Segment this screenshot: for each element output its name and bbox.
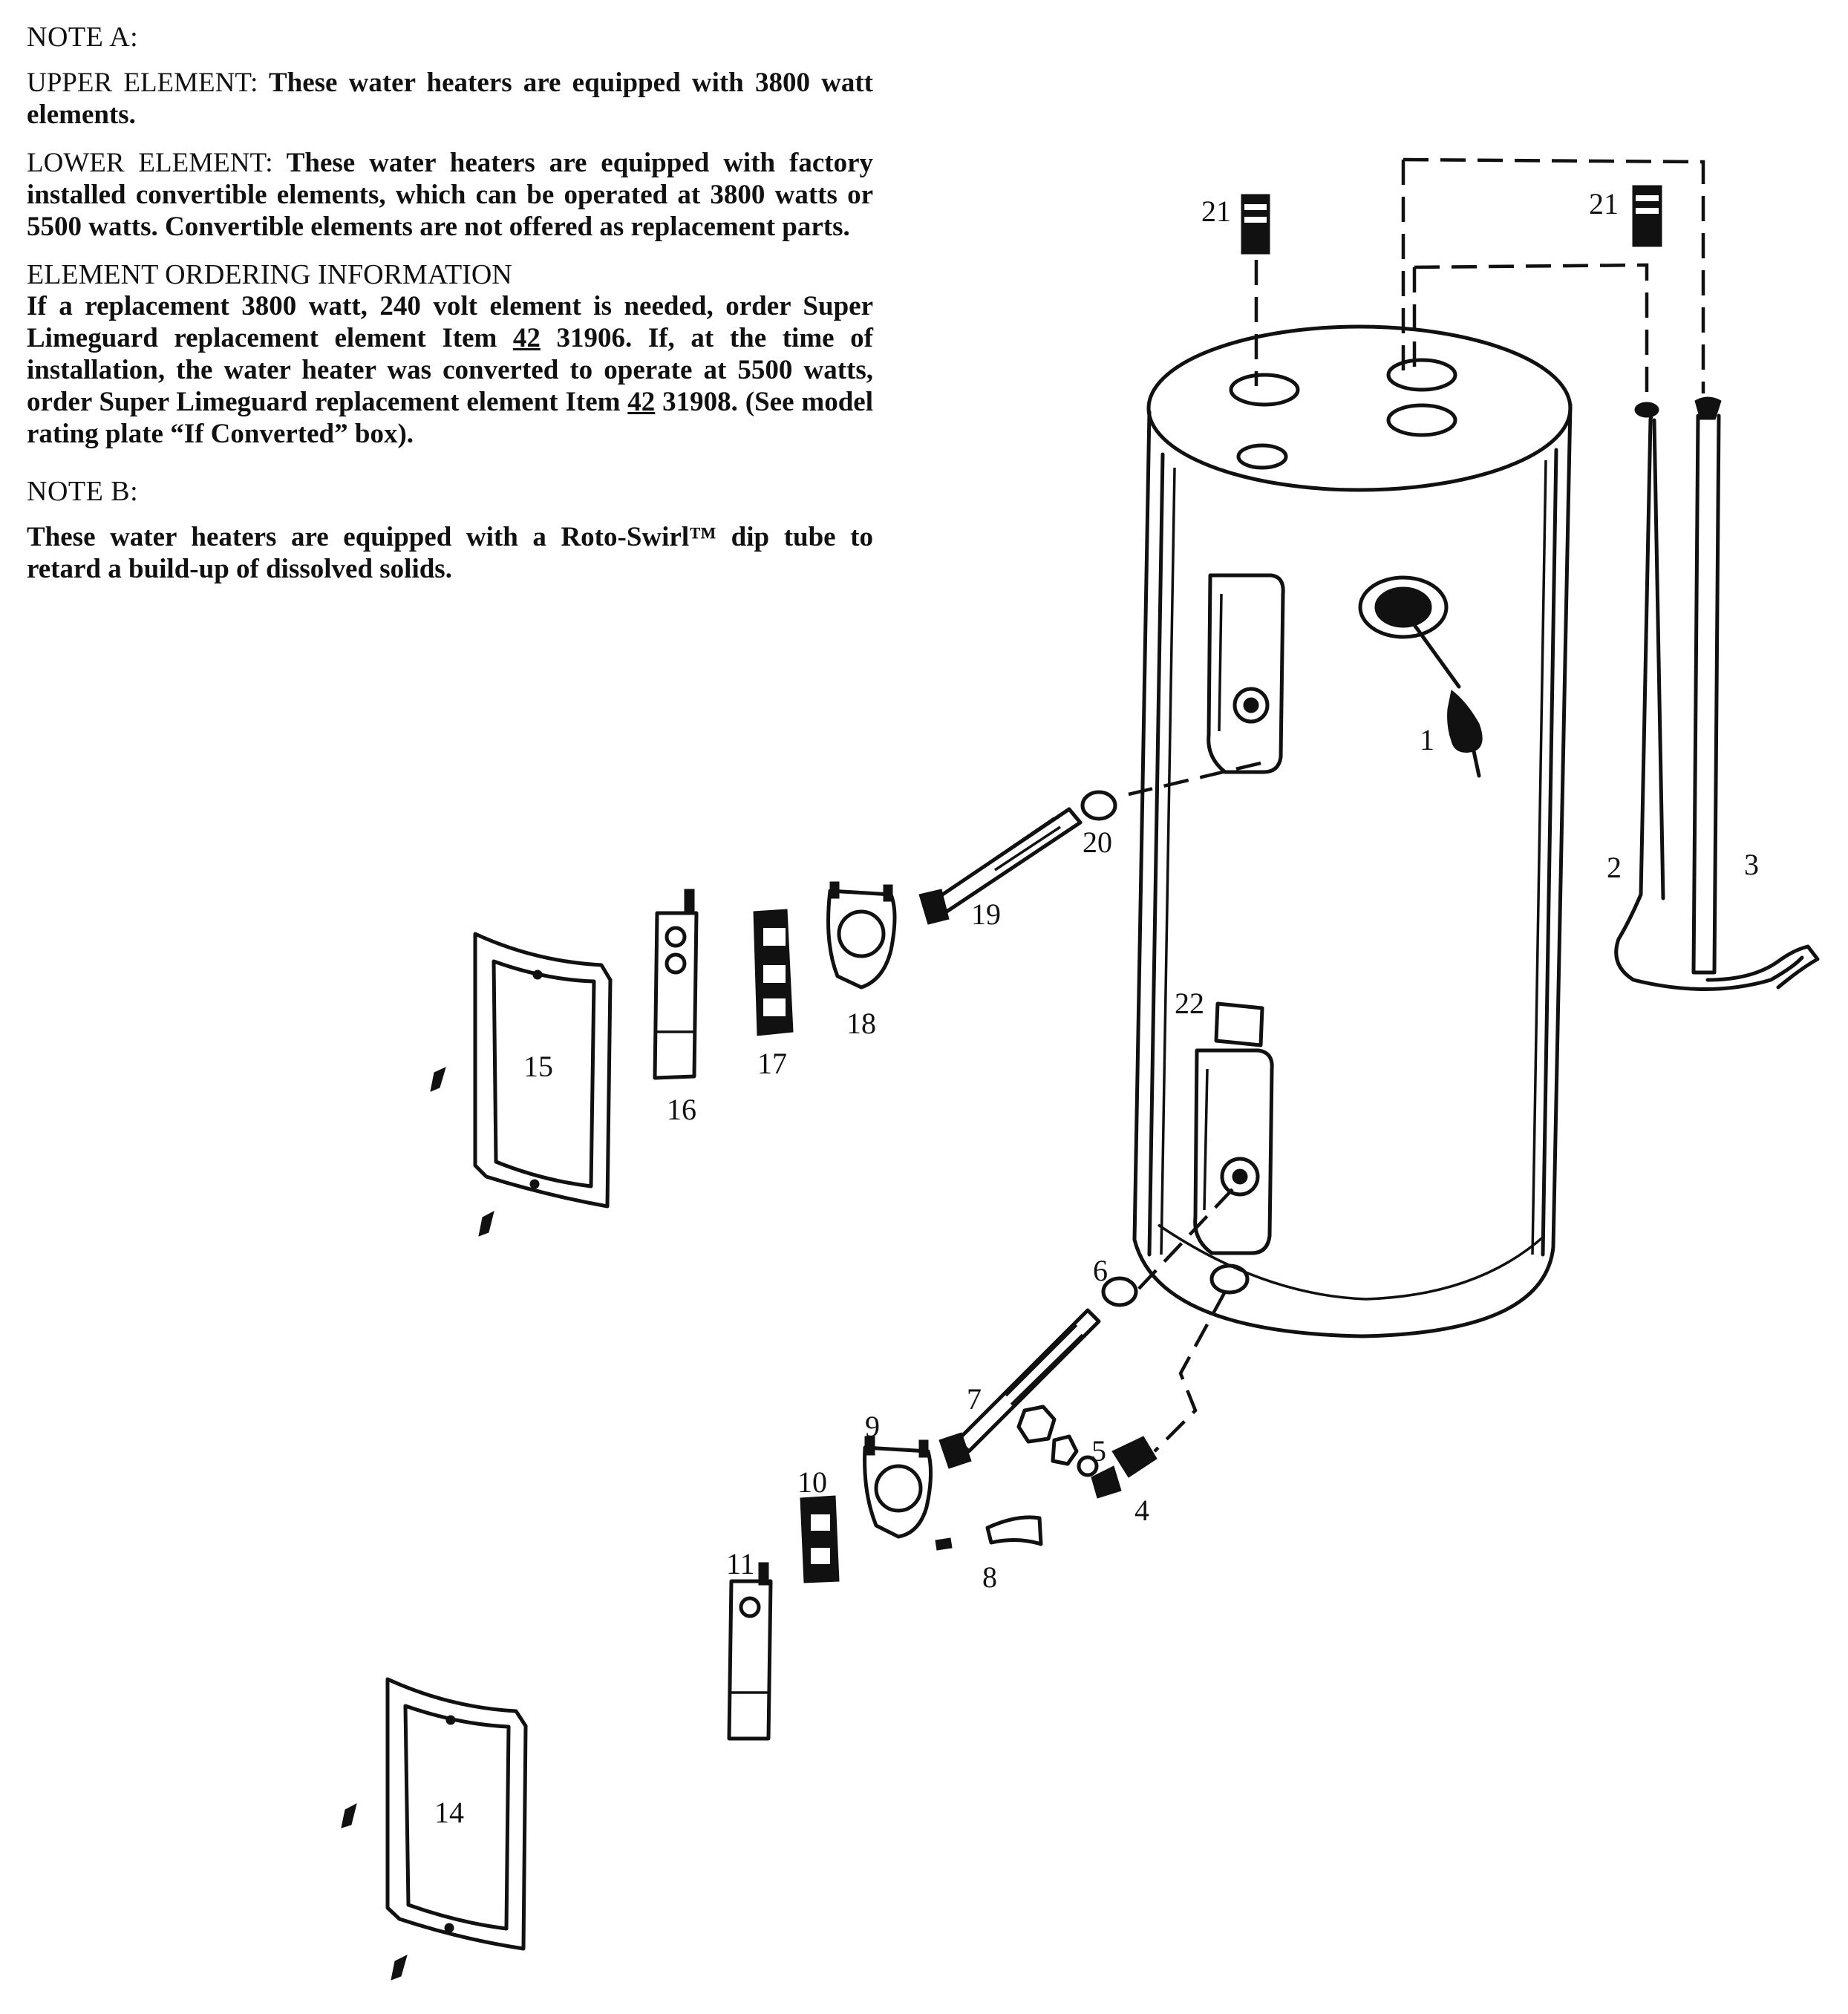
- notes-panel: NOTE A: UPPER ELEMENT: These water heate…: [27, 21, 873, 601]
- nipple-21-right: [1632, 185, 1662, 247]
- item-prefix-2: 42: [627, 387, 656, 417]
- callout-3: 3: [1744, 848, 1759, 881]
- callout-7: 7: [967, 1382, 982, 1416]
- gasket-6: [1101, 1276, 1138, 1307]
- bracket-9: [863, 1436, 933, 1539]
- callout-2: 2: [1607, 851, 1622, 884]
- bracket-18: [826, 881, 897, 990]
- callout-15: 15: [523, 1050, 553, 1083]
- callout-18: 18: [846, 1007, 876, 1040]
- drain-fittings-5: [1016, 1405, 1099, 1477]
- callout-21-right: 21: [1589, 187, 1619, 220]
- ordering-text-1: If a replacement 3800 watt, 240 volt ele…: [27, 291, 873, 353]
- top-opening-4: [1236, 443, 1288, 470]
- lower-element-7: [938, 1308, 1101, 1469]
- drain-boss: [1209, 1263, 1250, 1295]
- leader-3-top: [1403, 157, 1705, 393]
- thermostat-17: [753, 909, 794, 1036]
- item-prefix-1: 42: [512, 323, 541, 353]
- note-a-heading: NOTE A:: [27, 22, 139, 53]
- callout-1: 1: [1420, 723, 1434, 756]
- drain-valve-4: [1091, 1436, 1158, 1499]
- callout-22: 22: [1175, 987, 1204, 1020]
- ordering-text-2: If, at the time of installation, the wat…: [27, 323, 873, 417]
- thermostat-bracket-11: [727, 1562, 773, 1741]
- callout-8: 8: [982, 1560, 997, 1594]
- leader-2-top: [1414, 263, 1649, 405]
- thermostat-10: [800, 1495, 840, 1583]
- callout-10: 10: [797, 1465, 827, 1499]
- callout-9: 9: [865, 1410, 880, 1443]
- lower-access-opening: [1193, 1048, 1274, 1255]
- note-b-heading: NOTE B:: [27, 476, 139, 507]
- label-plate-22: [1214, 1001, 1264, 1047]
- upper-element-19: [918, 807, 1083, 925]
- upper-access-opening: [1207, 573, 1285, 774]
- access-cover-15: [430, 932, 613, 1237]
- lower-element-note: LOWER ELEMENT: These water heaters are e…: [27, 147, 873, 243]
- nipple-21-left: [1241, 194, 1270, 255]
- lower-element-text: These water heaters are equipped with fa…: [27, 148, 873, 242]
- thermostat-bracket-16: [653, 889, 699, 1080]
- ordering-title: ELEMENT ORDERING INFORMATION: [27, 259, 512, 290]
- lower-element-label: LOWER ELEMENT:: [27, 148, 273, 178]
- callout-14: 14: [434, 1796, 464, 1829]
- dip-tube-2: [1614, 402, 1804, 991]
- item-number-1: 31906.: [540, 323, 633, 353]
- callout-6: 6: [1093, 1254, 1108, 1287]
- callout-5: 5: [1091, 1434, 1106, 1468]
- item-number-2: 31908.: [655, 387, 738, 417]
- ordering-text-3: (See model rating plate “If Converted” b…: [27, 387, 873, 449]
- callout-11: 11: [726, 1547, 755, 1580]
- ordering-text: If a replacement 3800 watt, 240 volt ele…: [27, 290, 873, 450]
- water-heater-tank: [1132, 324, 1573, 1338]
- access-cover-14: [341, 1677, 528, 1981]
- strap-8: [935, 1515, 1043, 1551]
- upper-element-note: UPPER ELEMENT: These water heaters are e…: [27, 67, 873, 131]
- note-b-text: These water heaters are equipped with a …: [27, 522, 873, 584]
- leader-4: [1153, 1290, 1227, 1453]
- callout-17: 17: [757, 1047, 787, 1080]
- gasket-20: [1080, 790, 1117, 821]
- upper-element-label: UPPER ELEMENT:: [27, 68, 258, 98]
- callout-19: 19: [971, 898, 1001, 931]
- dip-tube-3: [1691, 396, 1820, 990]
- relief-valve: [1408, 618, 1483, 778]
- callout-16: 16: [667, 1093, 696, 1126]
- upper-element-text: These water heaters are equipped with 38…: [27, 68, 873, 130]
- callout-21-left: 21: [1201, 194, 1231, 228]
- top-opening-3: [1386, 403, 1457, 437]
- top-opening-2: [1386, 358, 1457, 392]
- relief-valve-boss: [1358, 575, 1449, 639]
- callout-20: 20: [1083, 825, 1112, 859]
- top-opening-1: [1229, 373, 1300, 407]
- callout-4: 4: [1134, 1494, 1149, 1527]
